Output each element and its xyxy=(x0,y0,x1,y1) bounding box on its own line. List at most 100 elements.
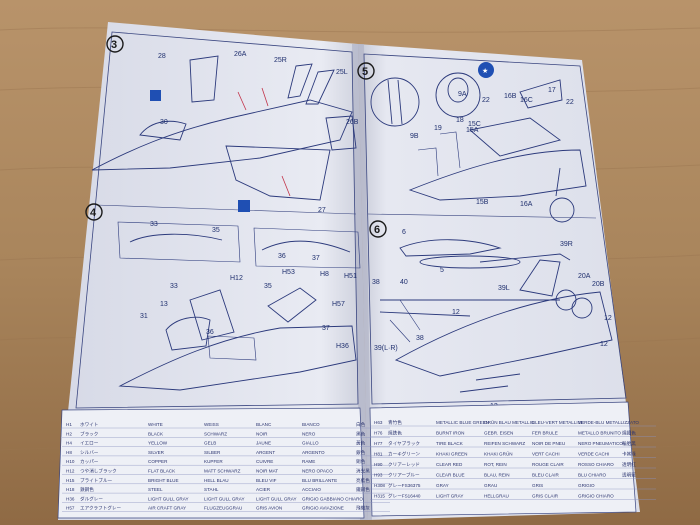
paint-cell-fr: ARGENT xyxy=(256,450,275,455)
paint-callout: H51 xyxy=(344,273,357,280)
part-label: 28 xyxy=(158,53,166,60)
paint-cell-code: H76 xyxy=(374,431,383,436)
paint-cell-jp: ブライトブルー xyxy=(80,477,113,484)
step6-divider xyxy=(367,213,597,219)
paint-cell-code: H18 xyxy=(66,487,75,492)
part-label: 31 xyxy=(140,313,148,320)
step-4-number: 4 xyxy=(90,207,97,219)
paint-cell-jp: つや消しブラック xyxy=(80,468,117,475)
paint-cell-en: KHAKI GREEN xyxy=(436,452,467,457)
paint-cell-it: NERO OPACO xyxy=(302,469,333,474)
paint-cell-it: VERDE-BLU METALLIZZATO xyxy=(578,420,639,425)
paint-cell-fr: BLEU VIF xyxy=(256,478,277,483)
paint-cell-jp: 鉄鋼色 xyxy=(80,486,94,493)
paint-cell-de: WEISS xyxy=(204,422,219,427)
step3-part-labels: 28 26A 25R 25L 30 26B 27 xyxy=(158,51,359,214)
paint-cell-code: H90 xyxy=(374,462,383,467)
paint-cell-fr: BLANC xyxy=(256,422,272,427)
paint-cell-de: GEBR. EISEN xyxy=(484,431,513,436)
paint-cell-it: ACCIAIO xyxy=(302,487,321,492)
part-label: 35 xyxy=(264,283,272,290)
step-3-badge: 3 xyxy=(106,35,124,53)
part-label: 12 xyxy=(600,341,608,348)
paint-cell-cn: 鐵鋼色 xyxy=(356,486,370,493)
paint-cell-de: HELL BLAU xyxy=(204,478,229,483)
part-label: 15C xyxy=(468,121,481,128)
paint-cell-code: H77 xyxy=(374,441,383,446)
paint-cell-en: STEEL xyxy=(148,487,163,492)
part-label: 12 xyxy=(452,309,460,316)
part-label: 9A xyxy=(458,91,467,98)
paint-cell-fr: FER BRULE xyxy=(532,431,558,436)
step-6-number: 6 xyxy=(374,224,380,236)
part-label: 39(L·R) xyxy=(374,345,398,352)
paint-cell-fr: CUIVRE xyxy=(256,459,273,464)
paint-callout: H12 xyxy=(230,275,243,282)
part-label: 20A xyxy=(578,273,591,280)
paint-cell-de: FLUGZEUGGRAU xyxy=(204,506,242,511)
paint-cell-jp: 焼鉄色 xyxy=(388,430,402,437)
paint-cell-code: H1 xyxy=(66,422,72,427)
paint-cell-it: BIANCO xyxy=(302,422,320,427)
paint-cell-jp: カッパー xyxy=(80,459,99,465)
paint-cell-it: BLU BRILLANTE xyxy=(302,478,337,483)
paint-cell-code: H8 xyxy=(66,450,72,455)
part-label: 37 xyxy=(312,255,320,262)
part-label: 22 xyxy=(566,99,574,106)
part-label: 38 xyxy=(416,335,424,342)
part-label: 6 xyxy=(402,229,406,236)
paint-cell-fr: BLEU-VERT METALLISE xyxy=(532,420,584,425)
paint-callout: H8 xyxy=(320,271,329,278)
step-6-badge: 6 xyxy=(369,220,387,238)
paint-cell-fr: JAUNE xyxy=(256,441,271,446)
paint-cell-it: GRIGIO xyxy=(578,483,595,488)
step4-divider xyxy=(95,204,357,215)
paint-cell-it: BLU CHIARO xyxy=(578,473,607,478)
paint-cell-cn: 銀色 xyxy=(356,449,366,456)
paint-cell-cn: 黃色 xyxy=(356,440,366,447)
part-label: 39R xyxy=(560,241,573,248)
paint-callout: H57 xyxy=(332,301,345,308)
part-label: 15B xyxy=(476,199,489,206)
paint-cell-en: FLAT BLACK xyxy=(148,469,176,474)
paint-cell-jp: ホワイト xyxy=(80,422,98,427)
paint-cell-it: GRIGIO GABBIANO CHIARO xyxy=(302,496,363,501)
paint-cell-it: NERO xyxy=(302,431,316,436)
paint-cell-code: H36 xyxy=(66,496,75,501)
part-label: 26A xyxy=(234,51,247,58)
part-label: 40 xyxy=(400,279,408,286)
paint-cell-fr: GRIS xyxy=(532,483,543,488)
paint-cell-jp: カーキグリーン xyxy=(388,451,420,458)
step4-drawing xyxy=(117,200,361,391)
paint-cell-jp: エアクラフトグレー xyxy=(80,505,122,512)
paint-table-right xyxy=(369,401,637,517)
paint-cell-cn: 輪胎黑 xyxy=(622,440,636,447)
paint-callout: H36 xyxy=(336,343,349,350)
part-label: 33 xyxy=(170,283,178,290)
step-5-badge: 5 xyxy=(357,62,375,80)
paint-cell-en: WHITE xyxy=(148,422,163,427)
part-label: 15A xyxy=(466,127,479,134)
paint-cell-cn: 亮藍色 xyxy=(356,477,370,484)
part-label: 20B xyxy=(592,281,605,288)
part-label: 30 xyxy=(160,119,168,126)
paint-cell-cn: 飛機灰 xyxy=(356,505,370,512)
paint-cell-cn: 黑色 xyxy=(356,430,366,437)
paint-cell-en: LIGHT GULL GRAY xyxy=(148,496,189,501)
paint-cell-en: METALLIC BLUE GREEN xyxy=(436,420,489,425)
paint-cell-jp: ダルグレー xyxy=(80,495,103,502)
paint-cell-cn: 銅色 xyxy=(356,458,366,464)
paint-cell-code: H4 xyxy=(66,441,72,446)
paint-cell-de: SILBER xyxy=(204,450,221,455)
step4-blue-icon xyxy=(238,200,250,212)
paint-cell-code: H12 xyxy=(66,469,75,474)
paint-cell-it: NERO PNEUMATICO xyxy=(578,441,623,446)
paint-cell-en: CLEAR BLUE xyxy=(436,473,465,478)
paint-cell-code: H308 xyxy=(374,483,385,488)
part-label: 36 xyxy=(278,253,286,260)
paint-cell-fr: NOIR DE PNEU xyxy=(532,441,565,446)
paint-cell-code: H10 xyxy=(66,459,75,464)
part-label: 18 xyxy=(456,117,464,124)
